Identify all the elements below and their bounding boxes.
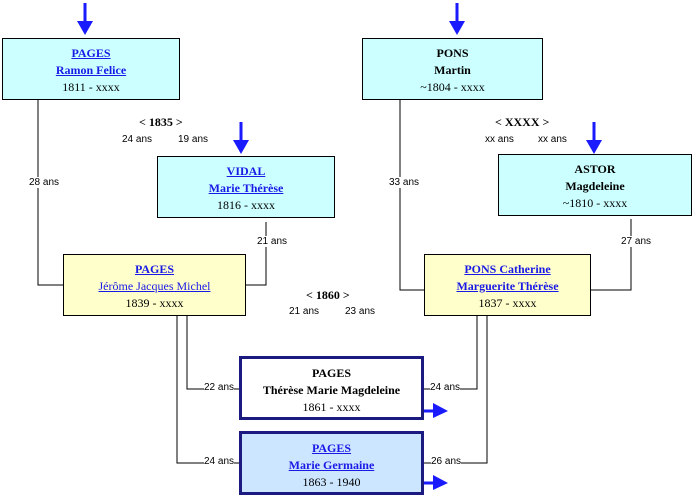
marriage-age-left: 21 ans [289, 306, 320, 317]
life-dates: ~1810 - xxxx [562, 196, 628, 210]
given-name: Martin [434, 63, 471, 77]
person-box-pages-ramon[interactable]: PAGES Ramon Felice 1811 - xxxx [2, 38, 180, 100]
age-label: 24 ans [430, 382, 461, 393]
surname-link[interactable]: PAGES [311, 441, 352, 455]
person-box-pages-jerome[interactable]: PAGES Jérôme Jacques Michel 1839 - xxxx [63, 254, 246, 316]
person-box-vidal-marie[interactable]: VIDAL Marie Thérèse 1816 - xxxx [157, 156, 335, 218]
given-name-link[interactable]: Marie Germaine [288, 458, 375, 472]
age-label: 28 ans [29, 177, 60, 188]
given-name-link[interactable]: Marie Thérèse [208, 181, 284, 195]
marriage-age-right: xx ans [538, 134, 567, 145]
age-label: 27 ans [621, 236, 652, 247]
line-ramon-jerome [37, 100, 63, 286]
marriage-year-1835: < 1835 > [139, 115, 183, 129]
person-box-pages-therese: PAGES Thérèse Marie Magdeleine 1861 - xx… [239, 356, 424, 420]
arrow-down-astor [586, 122, 602, 154]
arrow-down-martin [449, 3, 465, 35]
line-vidal-jerome [246, 222, 267, 286]
life-dates: ~1804 - xxxx [420, 80, 485, 94]
surname-link[interactable]: PAGES [134, 262, 175, 276]
person-box-pages-germaine[interactable]: PAGES Marie Germaine 1863 - 1940 [239, 431, 424, 495]
life-dates: 1816 - xxxx [217, 198, 275, 212]
surname-link[interactable]: PONS Catherine [464, 262, 551, 276]
marriage-year-xxxx: < XXXX > [495, 115, 550, 129]
arrow-down-ramon [77, 3, 93, 35]
marriage-age-left: 24 ans [122, 134, 153, 145]
life-dates: 1839 - xxxx [125, 296, 184, 310]
surname-link[interactable]: VIDAL [226, 164, 266, 178]
given-name-link[interactable]: Jérôme Jacques Michel [98, 279, 211, 293]
given-name-link[interactable]: Ramon Felice [55, 63, 127, 77]
person-box-astor-magdeleine: ASTOR Magdeleine ~1810 - xxxx [498, 154, 692, 216]
person-box-pons-martin: PONS Martin ~1804 - xxxx [362, 38, 543, 100]
given-name: Magdeleine [565, 179, 625, 193]
marriage-age-left: xx ans [485, 134, 514, 145]
marriage-year-1860: < 1860 > [306, 288, 350, 302]
marriage-age-right: 19 ans [178, 134, 209, 145]
life-dates: 1811 - xxxx [62, 80, 120, 94]
age-label: 24 ans [204, 456, 235, 467]
line-astor-catherine [591, 219, 632, 291]
life-dates: 1861 - xxxx [302, 400, 361, 414]
given-name-link[interactable]: Marguerite Thérèse [456, 279, 559, 293]
line-catherine-therese [423, 316, 478, 390]
age-label: 26 ans [431, 456, 462, 467]
surname-link[interactable]: PAGES [71, 46, 111, 60]
life-dates: 1863 - 1940 [302, 475, 361, 489]
age-label: 21 ans [257, 236, 288, 247]
age-label: 33 ans [389, 177, 420, 188]
person-box-pons-catherine[interactable]: PONS Catherine Marguerite Thérèse 1837 -… [424, 254, 591, 316]
arrow-right-germaine [421, 475, 448, 490]
surname: PONS [436, 46, 469, 60]
line-martin-catherine [399, 100, 424, 291]
arrow-right-therese [421, 403, 448, 418]
surname: ASTOR [574, 162, 616, 176]
marriage-age-right: 23 ans [345, 306, 376, 317]
life-dates: 1837 - xxxx [478, 296, 537, 310]
line-jerome-therese [186, 316, 241, 390]
age-label: 22 ans [204, 382, 235, 393]
surname: PAGES [311, 366, 352, 380]
arrow-down-vidal [233, 122, 249, 154]
given-name: Thérèse Marie Magdeleine [262, 383, 401, 397]
